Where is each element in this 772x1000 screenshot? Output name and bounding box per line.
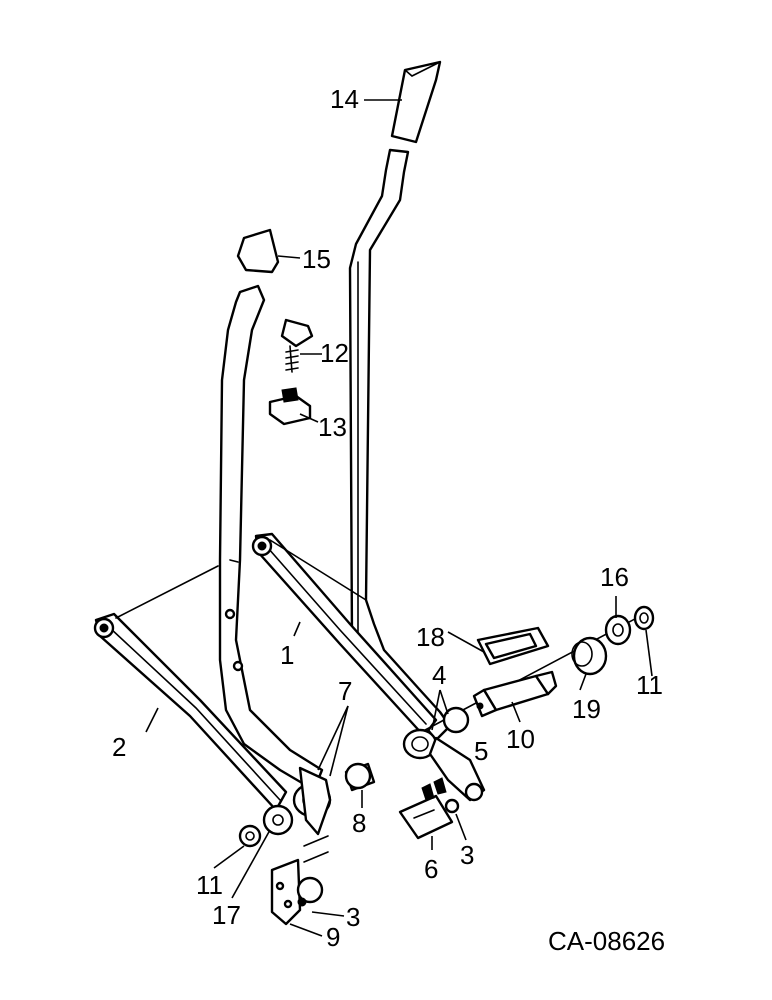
callout-11-right: 11	[636, 670, 663, 700]
lever-short	[218, 284, 324, 792]
bushing-8	[344, 762, 376, 792]
callout-3-left: 3	[346, 902, 360, 932]
callout-14: 14	[330, 84, 359, 114]
knob-lower	[236, 228, 280, 274]
callout-3-right: 3	[460, 840, 474, 870]
washer-17	[262, 804, 294, 836]
block	[268, 387, 312, 426]
callout-2: 2	[112, 732, 126, 762]
slotted-plate	[398, 777, 454, 840]
callout-15: 15	[302, 244, 331, 274]
pivot-hub-right	[402, 728, 486, 802]
bushing-19	[571, 636, 608, 676]
callout-12: 12	[320, 338, 349, 368]
spring-cylinder	[472, 670, 558, 718]
callout-11-left: 11	[196, 870, 223, 900]
snap-ring-left	[238, 824, 262, 848]
nut-right	[444, 798, 460, 814]
bolt	[280, 318, 314, 373]
snap-ring-right	[633, 605, 655, 631]
callout-9: 9	[326, 922, 340, 952]
callout-10: 10	[506, 724, 535, 754]
pivot-hub-left	[292, 766, 332, 836]
callout-5: 5	[474, 736, 488, 766]
callout-1: 1	[280, 640, 294, 670]
bushing-5	[442, 706, 470, 734]
washer-16	[604, 614, 632, 646]
callout-4: 4	[432, 660, 446, 690]
boot	[476, 626, 550, 666]
callout-13: 13	[318, 412, 347, 442]
callout-16: 16	[600, 562, 629, 592]
callout-17: 17	[212, 900, 241, 930]
callout-6: 6	[424, 854, 438, 884]
link-arm-left	[93, 612, 288, 812]
callout-7: 7	[338, 676, 352, 706]
bracket	[270, 835, 329, 926]
callout-8: 8	[352, 808, 366, 838]
nut-left	[296, 876, 324, 907]
callout-19: 19	[572, 694, 601, 724]
grip-upper	[390, 60, 442, 144]
callout-18: 18	[416, 622, 445, 652]
reference-code: CA-08626	[548, 926, 665, 956]
